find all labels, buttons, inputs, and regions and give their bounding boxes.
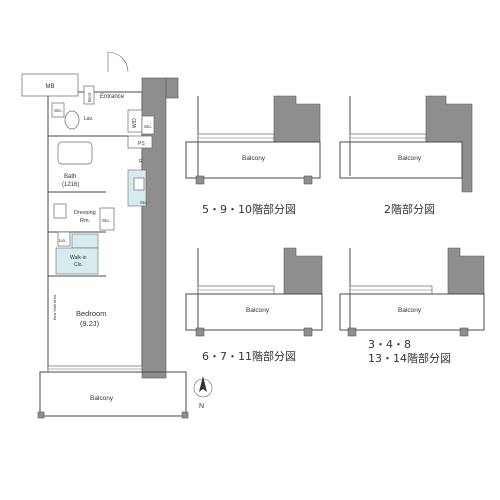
partial3-wall — [283, 247, 323, 295]
room-label-bedroom-size: (9.2J) — [80, 319, 100, 328]
linen-closet — [57, 231, 71, 247]
vanity-sink — [53, 203, 67, 219]
toilet — [64, 110, 80, 130]
partial-plan-2: Balcony 2階部分図 — [339, 95, 473, 216]
room-label-mb: MB — [46, 84, 55, 90]
room-label-r: R — [139, 159, 143, 165]
partial1-wall — [273, 95, 321, 143]
partial2-balcony-label: Balcony — [398, 155, 422, 162]
walkin-closet — [55, 247, 99, 275]
room-label-lav: Lav. — [84, 116, 93, 122]
room-label-bath-size: (1216) — [62, 182, 79, 188]
room-label-boot: Boot — [87, 92, 92, 102]
storage-dress — [99, 207, 115, 231]
room-label-dressing: Dressing — [74, 210, 96, 216]
room-label-linen: Lin. — [59, 238, 66, 243]
main-balcony-label: Balcony — [90, 395, 114, 402]
partial2-caption: 2階部分図 — [384, 202, 435, 216]
meter-box — [21, 73, 79, 97]
room-label-bath: Bath — [64, 174, 76, 180]
compass-north-label: N — [199, 403, 204, 410]
storage-wd — [141, 115, 155, 135]
partial-plan-6-7-11: Balcony 6・7・11階部分図 — [185, 247, 323, 363]
partial4-wall — [447, 247, 485, 295]
partial3-caption: 6・7・11階部分図 — [202, 349, 296, 363]
partial4-caption-line2: 13・14階部分図 — [368, 351, 451, 365]
room-label-dressing-2: Rm. — [80, 218, 91, 224]
main-balcony — [39, 371, 187, 417]
partial-plan-5-9-10: Balcony 5・9・10階部分図 — [185, 95, 321, 216]
partial1-balcony-label: Balcony — [242, 155, 266, 162]
room-label-storage-wd: Sto. — [144, 124, 152, 129]
room-label-storage-kitchen: Sto. — [140, 200, 148, 205]
bathtub — [57, 141, 93, 165]
main-floor-plan: MB Boot Entrance Sto. Lav. W/D Sto. PS R… — [21, 51, 213, 419]
compass-icon: N — [193, 376, 213, 410]
entrance-door-swing — [107, 51, 129, 73]
room-label-wd: W/D — [132, 118, 138, 128]
room-label-storage-top: Sto. — [54, 108, 62, 113]
partial-plan-3-4-8-13-14: Balcony 3・4・8 13・14階部分図 — [339, 247, 485, 365]
pipe-space — [127, 135, 153, 149]
side-note: Bed Wall Area — [52, 294, 57, 320]
unit-outline — [47, 91, 143, 371]
room-label-walkin: Walk-in — [70, 255, 87, 261]
partial3-balcony-label: Balcony — [246, 307, 270, 314]
room-label-bedroom: Bedroom — [76, 309, 106, 318]
column-top-cap — [165, 77, 179, 99]
partial1-caption: 5・9・10階部分図 — [202, 202, 296, 216]
walkin-shelf-top — [71, 233, 99, 249]
kitchen-sink — [133, 177, 145, 191]
boot-storage — [83, 85, 95, 105]
room-label-storage-dress: Sto. — [102, 218, 110, 223]
partial4-balcony-label: Balcony — [398, 307, 422, 314]
room-label-ps: PS — [138, 141, 145, 147]
room-label-walkin-2: Clo. — [74, 262, 83, 268]
room-label-entrance: Entrance — [100, 94, 125, 100]
partial4-caption-line1: 3・4・8 — [368, 338, 411, 351]
storage-top — [51, 102, 65, 118]
